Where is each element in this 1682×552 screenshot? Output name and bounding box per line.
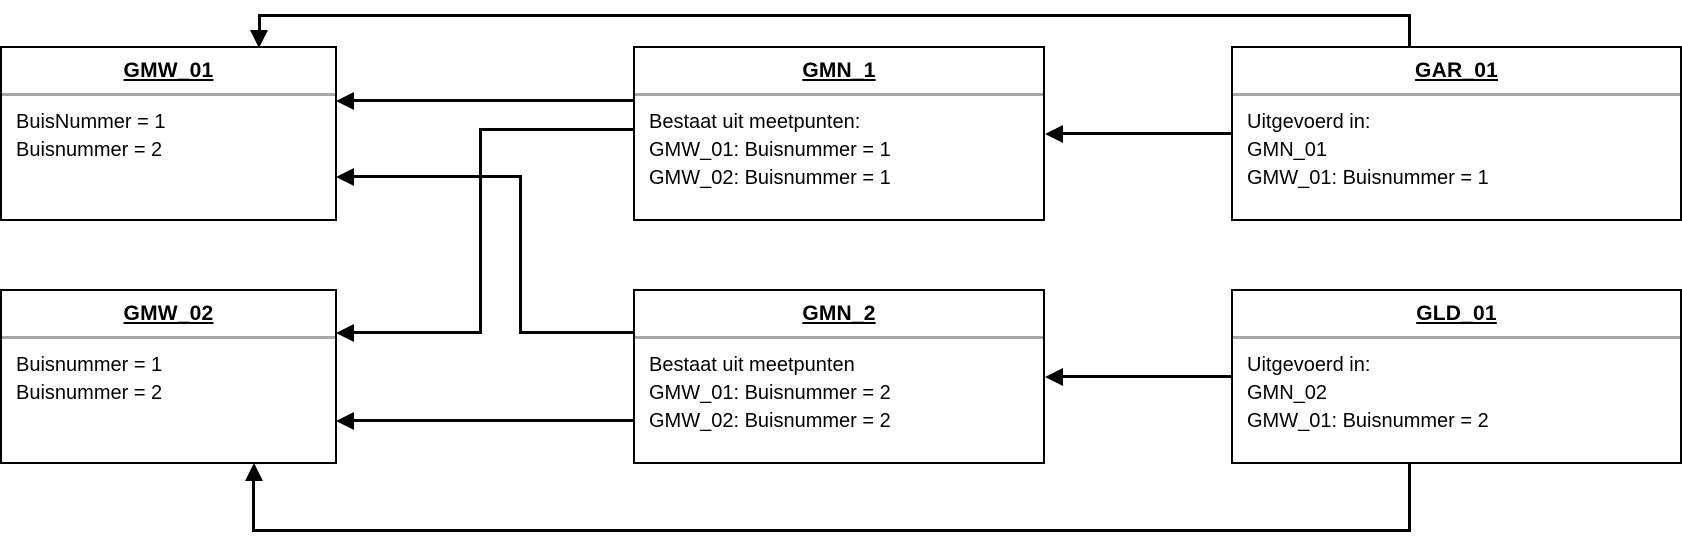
node-gmw-02-body: Buisnummer = 1 Buisnummer = 2 — [2, 339, 335, 462]
node-gmn-2-body: Bestaat uit meetpunten GMW_01: Buisnumme… — [635, 339, 1043, 462]
node-gld-01[interactable]: GLD_01 Uitgevoerd in: GMN_02 GMW_01: Bui… — [1231, 289, 1682, 464]
connector-gmn1-to-gmw02-top-horizontal — [479, 128, 634, 131]
node-gar-01-body: Uitgevoerd in: GMN_01 GMW_01: Buisnummer… — [1233, 96, 1680, 219]
node-gmw-01[interactable]: GMW_01 BuisNummer = 1 Buisnummer = 2 — [0, 46, 337, 221]
connector-gar01-to-gmw01-top-horizontal — [258, 14, 1410, 17]
node-gld-01-line-2: GMN_02 — [1247, 382, 1328, 404]
arrowhead-gmn1-to-gmw01 — [336, 92, 354, 110]
arrowhead-gld01-to-gmw02-bottom — [245, 463, 263, 481]
node-gmw-02-header: GMW_02 — [2, 291, 335, 339]
connector-gmn2-to-gmw02-horizontal — [352, 419, 634, 422]
node-gmw-01-header: GMW_01 — [2, 48, 335, 96]
node-gmn-2-title: GMN_2 — [802, 301, 876, 325]
node-gmn-1-title: GMN_1 — [802, 58, 876, 82]
node-gmw-01-body: BuisNummer = 1 Buisnummer = 2 — [2, 96, 335, 219]
node-gmn-2-header: GMN_2 — [635, 291, 1043, 339]
node-gar-01[interactable]: GAR_01 Uitgevoerd in: GMN_01 GMW_01: Bui… — [1231, 46, 1682, 221]
arrowhead-gar01-to-gmw01-top — [250, 30, 268, 48]
node-gmn-2-line-2: GMW_01: Buisnummer = 2 — [649, 382, 891, 404]
connector-gld01-to-gmw02-bottom-horizontal — [252, 529, 1411, 532]
connector-gmn1-to-gmw01-horizontal — [352, 99, 634, 102]
node-gar-01-line-3: GMW_01: Buisnummer = 1 — [1247, 167, 1489, 189]
node-gld-01-header: GLD_01 — [1233, 291, 1680, 339]
node-gmw-01-title: GMW_01 — [123, 58, 214, 82]
node-gmn-1[interactable]: GMN_1 Bestaat uit meetpunten: GMW_01: Bu… — [633, 46, 1045, 221]
connector-gld01-to-gmn2-horizontal — [1061, 375, 1231, 378]
connector-gmn1-to-gmw02-vertical — [479, 128, 482, 333]
arrowhead-gmn2-to-gmw01 — [336, 168, 354, 186]
node-gmw-01-line-1: BuisNummer = 1 — [16, 111, 166, 133]
connector-gld01-to-gmw02-bottom-stub — [252, 481, 255, 531]
node-gar-01-line-2: GMN_01 — [1247, 139, 1328, 161]
arrowhead-gld01-to-gmn2 — [1045, 368, 1063, 386]
connector-gar01-to-gmw01-top-drop — [258, 14, 261, 32]
node-gmn-1-line-1: Bestaat uit meetpunten: — [649, 111, 861, 133]
node-gmw-02[interactable]: GMW_02 Buisnummer = 1 Buisnummer = 2 — [0, 289, 337, 464]
node-gar-01-line-1: Uitgevoerd in: — [1247, 111, 1371, 133]
connector-gmn1-to-gmw02-bottom-horizontal — [352, 331, 482, 334]
connector-gmn2-to-gmw01-bottom-horizontal — [519, 331, 635, 334]
arrowhead-gmn1-to-gmw02 — [336, 324, 354, 342]
node-gmw-01-line-2: Buisnummer = 2 — [16, 139, 163, 161]
node-gmn-2-line-3: GMW_02: Buisnummer = 2 — [649, 410, 891, 432]
node-gmn-1-line-2: GMW_01: Buisnummer = 1 — [649, 139, 891, 161]
node-gld-01-line-1: Uitgevoerd in: — [1247, 354, 1371, 376]
node-gmn-1-header: GMN_1 — [635, 48, 1043, 96]
connector-gld01-to-gmw02-bottom-rise — [1408, 463, 1411, 531]
node-gmn-2[interactable]: GMN_2 Bestaat uit meetpunten GMW_01: Bui… — [633, 289, 1045, 464]
node-gar-01-title: GAR_01 — [1415, 58, 1498, 82]
arrowhead-gar01-to-gmn1 — [1045, 125, 1063, 143]
connector-gmn2-to-gmw01-vertical — [519, 175, 522, 333]
connector-gar01-to-gmn1-horizontal — [1061, 132, 1231, 135]
node-gmn-1-body: Bestaat uit meetpunten: GMW_01: Buisnumm… — [635, 96, 1043, 219]
node-gmw-02-line-2: Buisnummer = 2 — [16, 382, 163, 404]
node-gar-01-header: GAR_01 — [1233, 48, 1680, 96]
node-gmn-2-line-1: Bestaat uit meetpunten — [649, 354, 855, 376]
node-gld-01-body: Uitgevoerd in: GMN_02 GMW_01: Buisnummer… — [1233, 339, 1680, 462]
connector-gmn2-to-gmw01-top-horizontal — [352, 175, 522, 178]
connector-gar01-to-gmw01-top-vertical-stub — [1408, 14, 1411, 48]
node-gld-01-line-3: GMW_01: Buisnummer = 2 — [1247, 410, 1489, 432]
node-gmn-1-line-3: GMW_02: Buisnummer = 1 — [649, 167, 891, 189]
arrowhead-gmn2-to-gmw02 — [336, 412, 354, 430]
node-gmw-02-title: GMW_02 — [123, 301, 214, 325]
node-gmw-02-line-1: Buisnummer = 1 — [16, 354, 163, 376]
node-gld-01-title: GLD_01 — [1416, 301, 1497, 325]
